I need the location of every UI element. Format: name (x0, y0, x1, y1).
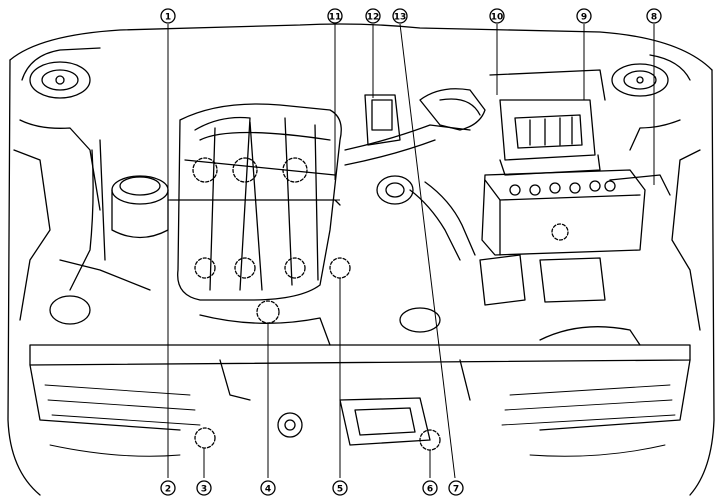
callout-3: 3 (196, 480, 212, 496)
callout-6-text: 6 (427, 485, 433, 495)
callout-12: 12 (365, 8, 381, 24)
air-cleaner (489, 69, 606, 176)
callout-5: 5 (332, 480, 348, 496)
callout-3-text: 3 (201, 485, 207, 495)
battery (481, 169, 671, 256)
callout-1-text: 1 (165, 13, 171, 23)
callout-8-text: 8 (651, 13, 657, 23)
callout-5-text: 5 (337, 485, 343, 495)
body-outline (7, 23, 715, 496)
callout-7-text: 7 (453, 485, 459, 495)
callout-9: 9 (576, 8, 592, 24)
intake-manifold (169, 103, 351, 301)
front-crossmember (29, 314, 691, 431)
callout-2: 2 (160, 480, 176, 496)
callout-12-text: 12 (367, 13, 380, 23)
callout-1: 1 (160, 8, 176, 24)
air-duct (344, 88, 486, 261)
callout-11: 11 (327, 8, 343, 24)
lower-components (194, 254, 606, 451)
callout-10: 10 (489, 8, 505, 24)
callout-11-text: 11 (329, 13, 342, 23)
callout-9-text: 9 (581, 13, 587, 23)
callout-7: 7 (448, 480, 464, 496)
callout-13: 13 (392, 8, 408, 24)
oil-filler-area (49, 139, 169, 325)
callout-4: 4 (260, 480, 276, 496)
leader-lines (167, 23, 655, 479)
callout-10-text: 10 (491, 13, 504, 23)
callout-13-text: 13 (394, 13, 407, 23)
callout-8: 8 (646, 8, 662, 24)
grille-slats (44, 384, 676, 457)
callout-4-text: 4 (265, 485, 271, 495)
callout-2-text: 2 (165, 485, 171, 495)
callout-6: 6 (422, 480, 438, 496)
